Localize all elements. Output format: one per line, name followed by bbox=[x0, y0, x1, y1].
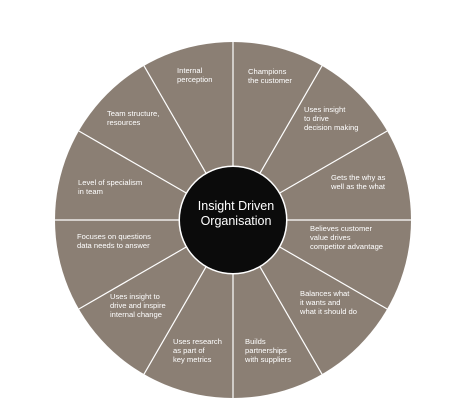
segment-divider bbox=[258, 65, 323, 175]
segment-label-champions-customer: Champions the customer bbox=[248, 67, 292, 85]
segment-divider bbox=[78, 130, 188, 195]
segment-divider bbox=[143, 65, 208, 175]
segment-divider bbox=[143, 265, 208, 375]
segment-divider bbox=[258, 265, 323, 375]
segment-divider bbox=[78, 245, 188, 310]
segment-label-insight-decision-making: Uses insight to drive decision making bbox=[304, 105, 359, 132]
segment-label-team-structure: Team structure, resources bbox=[107, 109, 160, 127]
segment-label-internal-perception: Internal perception bbox=[177, 66, 213, 84]
segment-label-why-and-what: Gets the why as well as the what bbox=[331, 173, 386, 191]
segment-label-balances: Balances what it wants and what it shoul… bbox=[300, 289, 357, 316]
hub-circle bbox=[180, 167, 286, 273]
segment-label-partnerships: Builds partnerships with suppliers bbox=[245, 337, 292, 364]
segment-label-specialism: Level of specialism in team bbox=[78, 178, 143, 196]
segment-label-internal-change: Uses insight to drive and inspire intern… bbox=[110, 292, 166, 319]
hub-title: Insight Driven Organisation bbox=[197, 199, 275, 228]
segment-label-data-questions: Focuses on questions data needs to answe… bbox=[77, 232, 151, 250]
segment-label-research-metrics: Uses research as part of key metrics bbox=[173, 337, 222, 364]
segment-label-customer-value: Believes customer value drives competito… bbox=[310, 224, 384, 251]
segment-divider bbox=[278, 130, 388, 195]
segment-divider bbox=[278, 245, 388, 310]
